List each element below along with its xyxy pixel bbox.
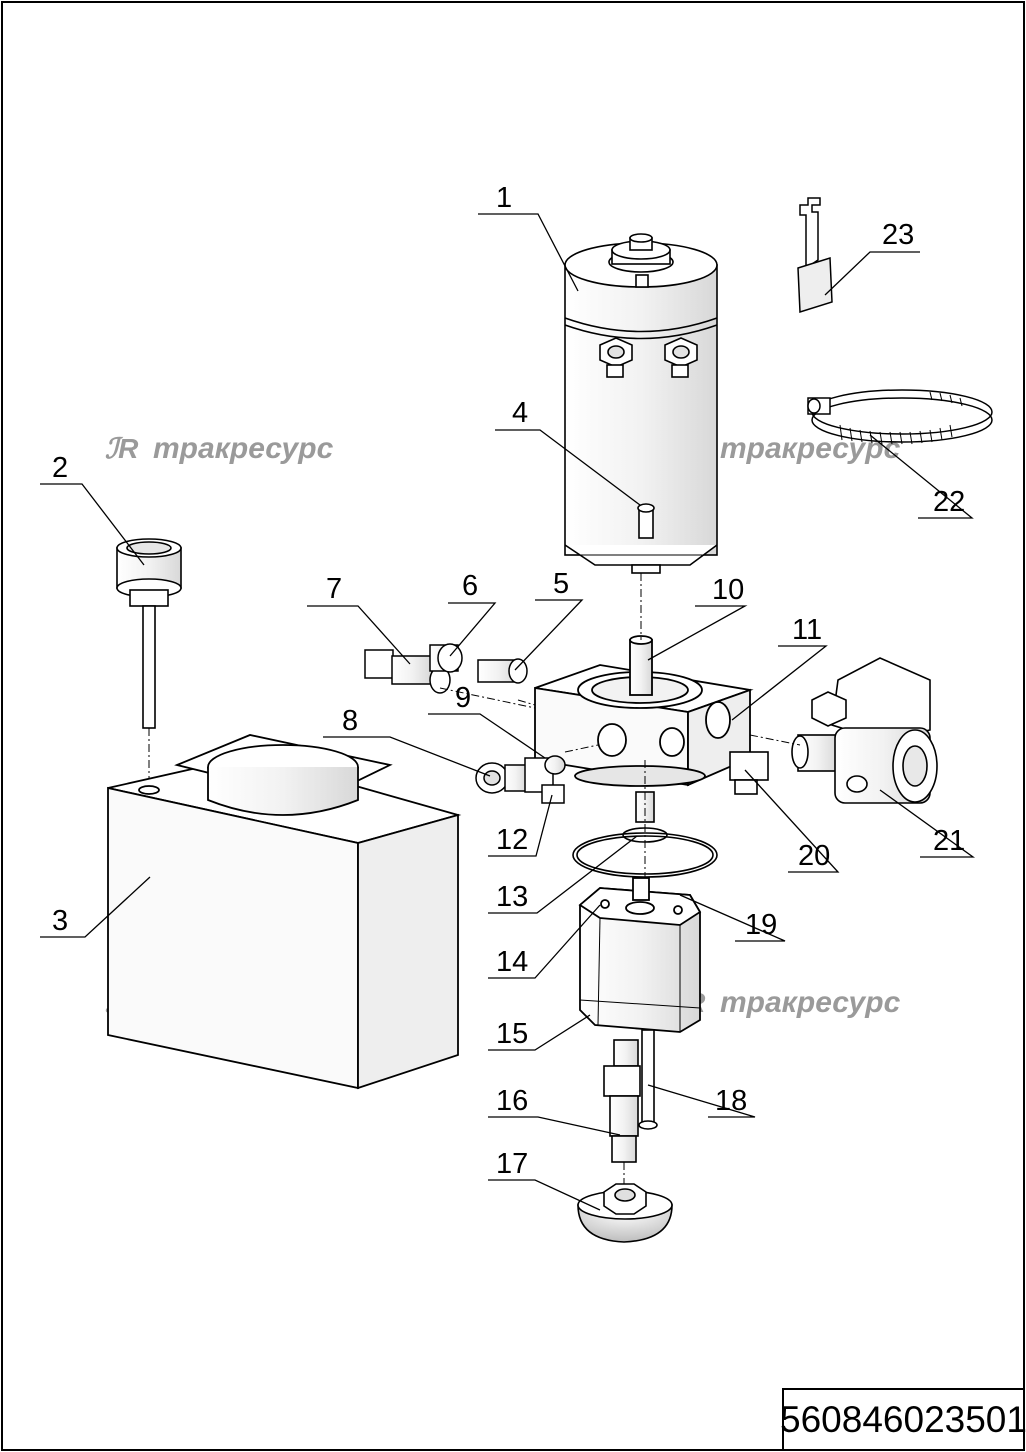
callout-labels: 1 2 3 4 5 6 7 8 9 10 11 12 13 14 15 16 1… [52,182,965,1180]
part-o-rings [572,760,718,900]
part-filler-cap-dipstick [116,538,182,790]
part-gear-pump [578,877,702,1033]
callout-16: 16 [496,1085,528,1117]
assembly-center-lines [439,573,801,753]
watermark-4: ℐR тракресурс [672,986,901,1019]
callout-18: 18 [715,1085,747,1117]
callout-13: 13 [496,881,528,913]
callout-20: 20 [798,840,830,872]
callout-21: 21 [933,825,965,857]
part-hose-clamp [807,389,993,445]
watermark-1: ℐR тракресурс [105,432,334,465]
watermark-text: тракресурс [720,432,901,465]
callout-7: 7 [326,573,342,605]
document-number-box: 560846023501 [780,1388,1026,1451]
callout-1: 1 [496,182,512,214]
part-brush [797,197,833,314]
callout-9: 9 [455,682,471,714]
part-solenoid [729,657,938,804]
watermark-text: тракресурс [720,986,901,1019]
callout-10: 10 [712,574,744,606]
callout-17: 17 [496,1148,528,1180]
part-valve-block [534,635,754,787]
part-electric-motor [564,233,718,574]
callout-15: 15 [496,1018,528,1050]
callout-5: 5 [553,568,569,600]
callout-23: 23 [882,219,914,251]
part-fittings-left [364,643,528,694]
part-oil-tank [107,734,462,1090]
callout-2: 2 [52,452,68,484]
callout-22: 22 [933,486,965,518]
callout-11: 11 [792,614,822,646]
part-suction-strainer [577,1183,673,1243]
callout-leaders [40,213,976,1211]
svg-text:ℐR: ℐR [105,433,139,464]
callout-19: 19 [745,909,777,941]
watermark-text: тракресурс [153,432,334,465]
callout-8: 8 [342,705,358,737]
callout-12: 12 [496,824,528,856]
callout-3: 3 [52,905,68,937]
part-plug-elbow [475,755,566,804]
callout-6: 6 [462,570,478,602]
document-number: 560846023501 [780,1398,1026,1440]
part-suction-pipe [603,1029,658,1190]
callout-4: 4 [512,397,528,429]
callout-14: 14 [496,946,528,978]
